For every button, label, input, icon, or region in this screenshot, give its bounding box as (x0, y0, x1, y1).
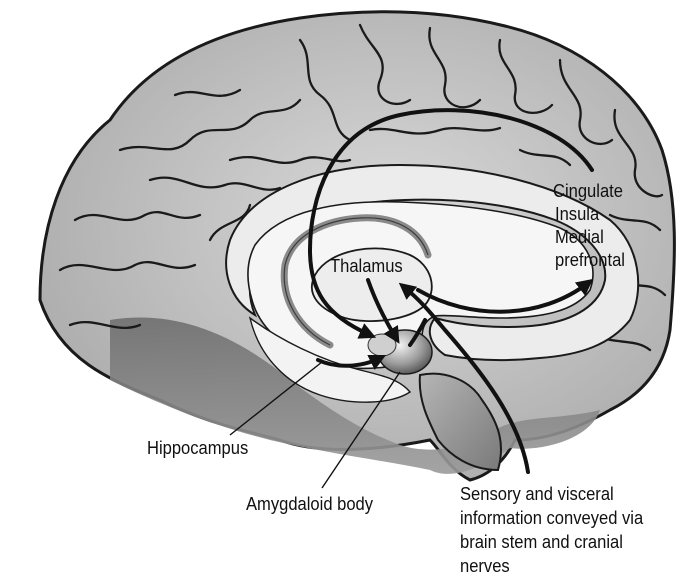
label-sensory-line-1: Sensory and visceral (460, 484, 614, 505)
label-insula: Insula (555, 204, 599, 225)
label-sensory-line-4: nerves (460, 556, 510, 577)
label-medial: Medial (555, 227, 604, 248)
label-amygdaloid-body: Amygdaloid body (246, 494, 373, 515)
label-hippocampus: Hippocampus (147, 438, 248, 459)
label-sensory-line-3: brain stem and cranial (460, 532, 623, 553)
label-cingulate: Cingulate (553, 181, 623, 202)
label-prefrontal: prefrontal (555, 250, 625, 271)
label-sensory-line-2: information conveyed via (460, 508, 643, 529)
label-thalamus: Thalamus (330, 256, 403, 277)
